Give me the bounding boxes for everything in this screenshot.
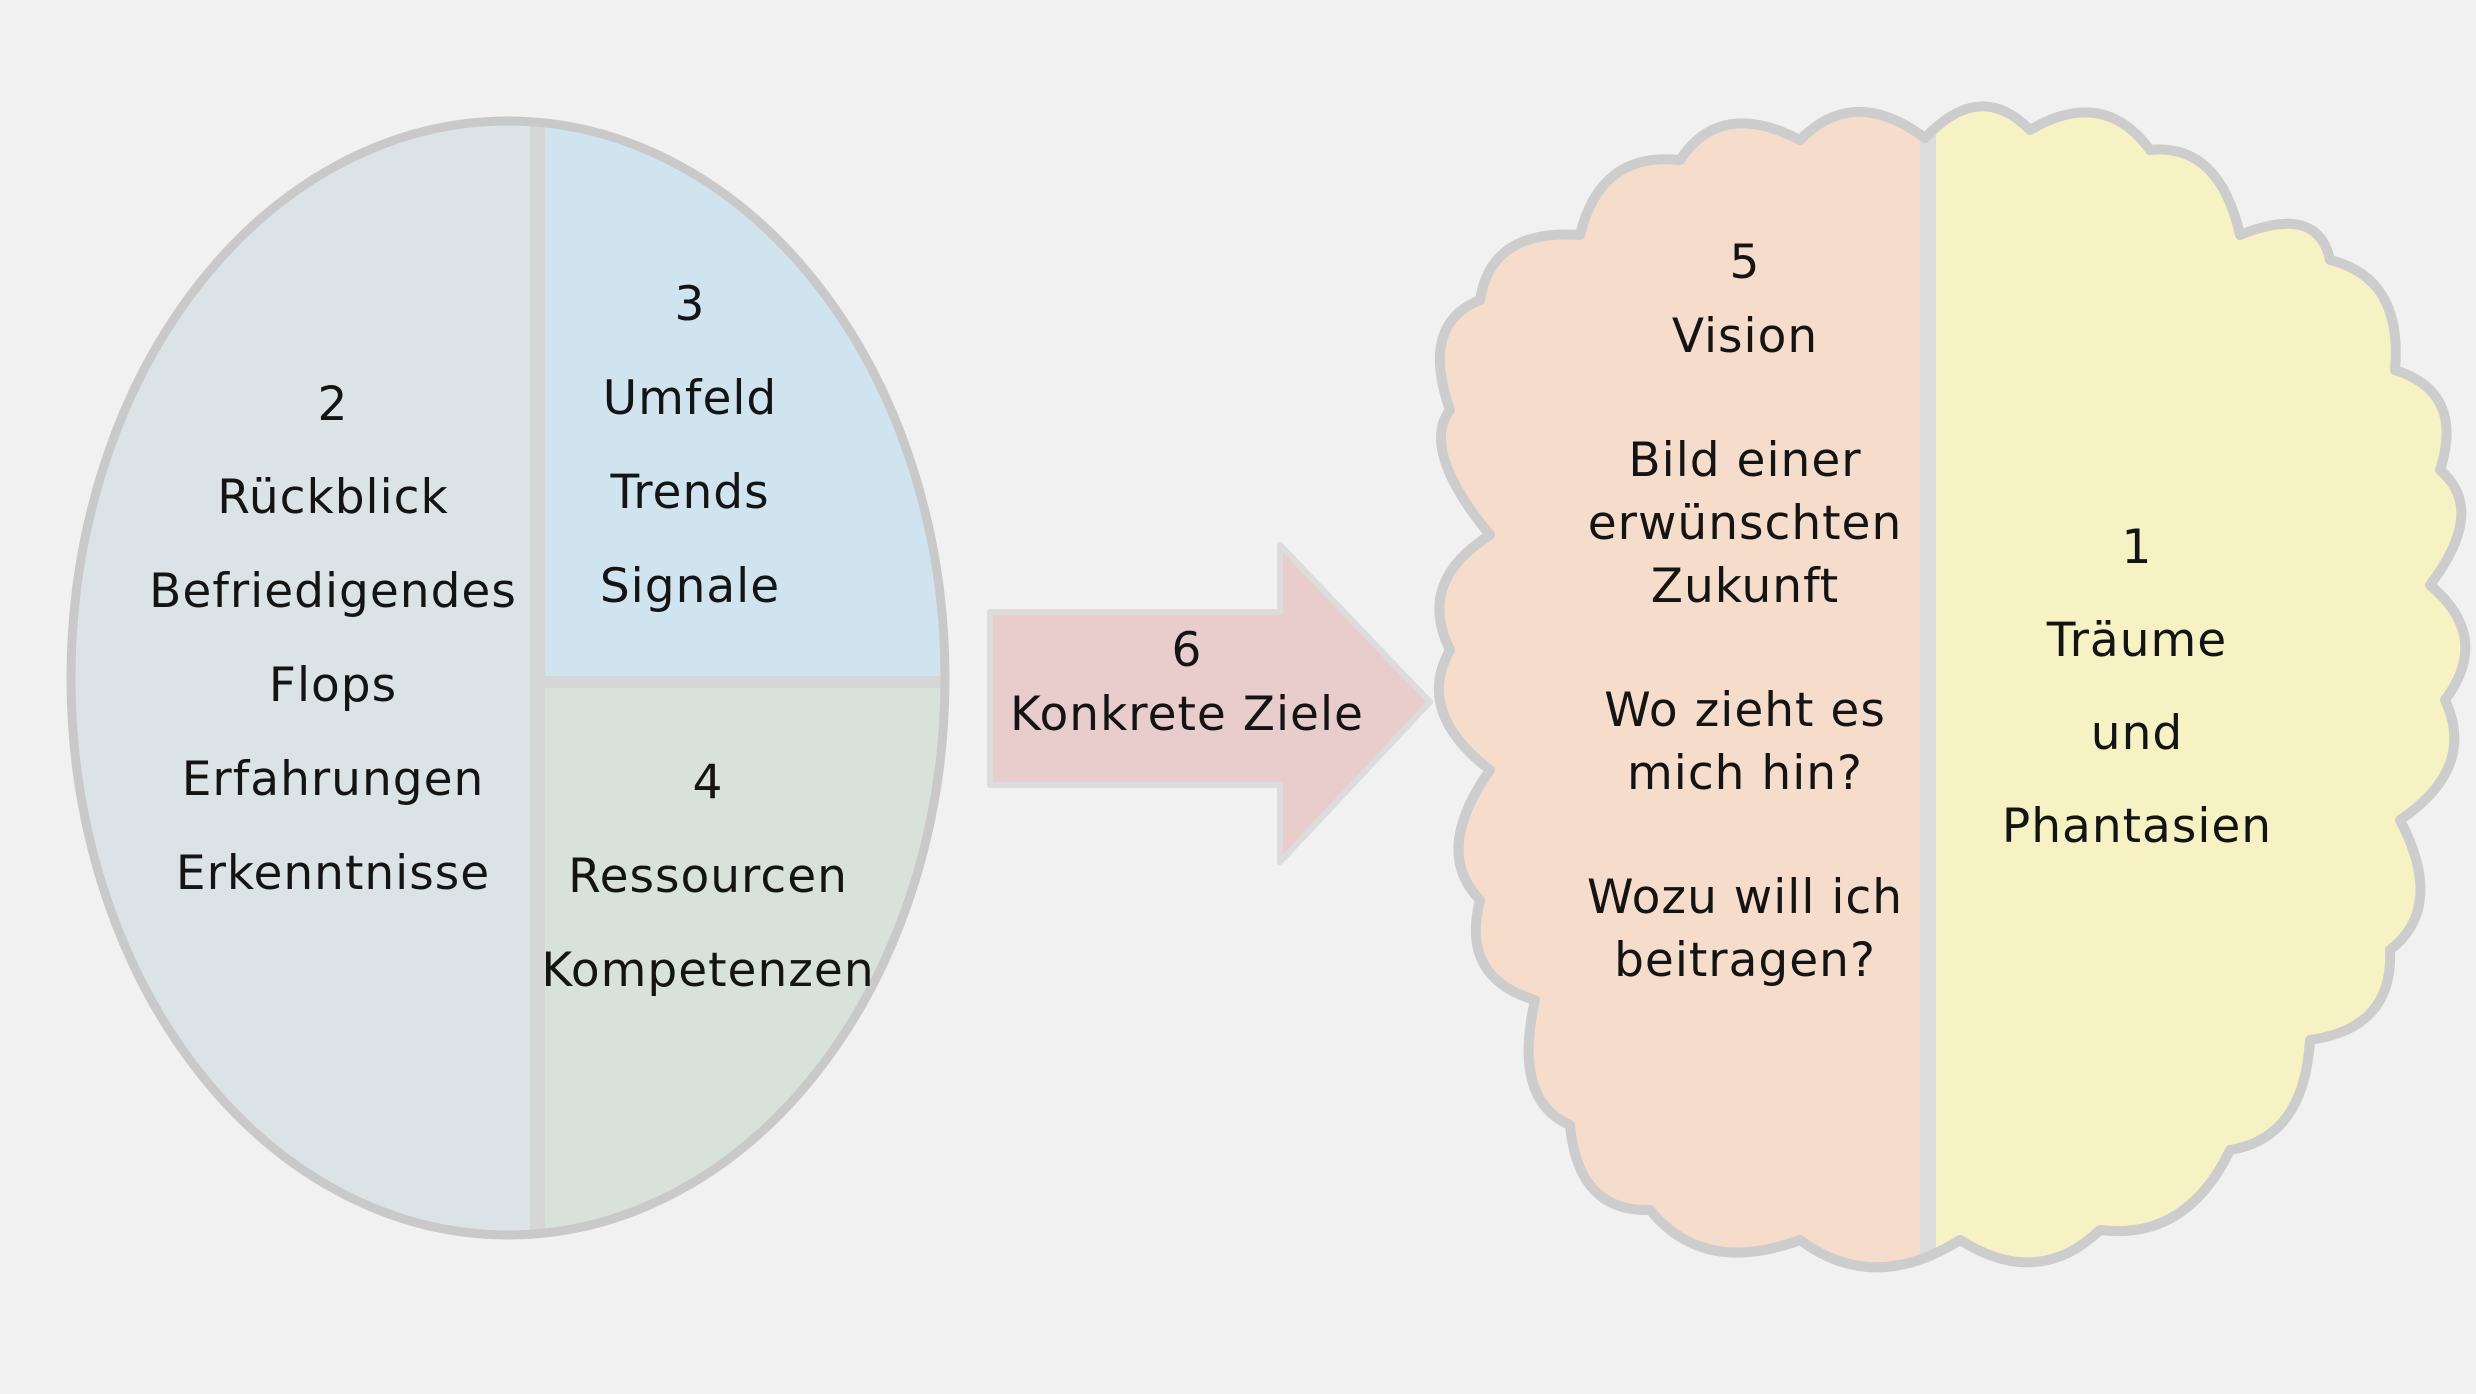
arrow-label: Konkrete Ziele: [1010, 687, 1364, 742]
cloud-right-text: 1 Träume und Phantasien: [2002, 520, 2272, 854]
oval-outline: [66, 116, 950, 1240]
cloud-left-text: 5 Vision Bild einer erwünschten Zukunft …: [1587, 235, 1903, 988]
cloud-outline: [1433, 101, 2471, 1273]
oval-left-line: Erkenntnisse: [176, 846, 490, 901]
oval-left-number: 2: [318, 377, 349, 432]
cloud-left-line: beitragen?: [1614, 933, 1876, 988]
cloud-left-line: Wo zieht es: [1604, 683, 1886, 738]
oval-left-line: Rückblick: [217, 470, 448, 525]
cloud-diagram: 5 Vision Bild einer erwünschten Zukunft …: [1433, 101, 2471, 1273]
oval-diagram: 2 Rückblick Befriedigendes Flops Erfahru…: [66, 116, 950, 1240]
oval-left-line: Flops: [269, 658, 397, 713]
cloud-left-number: 5: [1730, 235, 1761, 290]
oval-left-text: 2 Rückblick Befriedigendes Flops Erfahru…: [149, 377, 517, 901]
arrow-number: 6: [1172, 623, 1203, 678]
cloud-divider: [1920, 106, 1936, 1268]
oval-top-right-text: 3 Umfeld Trends Signale: [600, 277, 780, 614]
cloud-right-line: und: [2091, 706, 2183, 761]
cloud-left-segment: [1438, 106, 1922, 1268]
oval-left-line: Befriedigendes: [149, 564, 517, 619]
cloud-left-line: Bild einer: [1628, 433, 1861, 488]
oval-divider-horizontal: [545, 676, 945, 688]
cloud-left-line: Zukunft: [1651, 559, 1839, 614]
oval-left-line: Erfahrungen: [182, 752, 485, 807]
cloud-right-line: Träume: [2046, 613, 2227, 668]
oval-bottom-right-text: 4 Ressourcen Kompetenzen: [541, 755, 874, 998]
cloud-left-title: Vision: [1672, 309, 1818, 364]
cloud-left-line: erwünschten: [1588, 496, 1903, 551]
cloud-right-segment: [1935, 106, 2466, 1268]
oval-top-right-line: Signale: [600, 559, 780, 614]
cloud-right-number: 1: [2122, 520, 2153, 575]
arrow-shape: 6 Konkrete Ziele: [987, 542, 1433, 865]
oval-bottom-right-line: Kompetenzen: [541, 943, 874, 998]
oval-bottom-right-number: 4: [693, 755, 724, 810]
oval-bottom-right-line: Ressourcen: [568, 849, 848, 904]
cloud-right-line: Phantasien: [2002, 799, 2272, 854]
oval-top-right-number: 3: [675, 277, 706, 332]
cloud-left-line: Wozu will ich: [1587, 870, 1903, 925]
arrow-body: [987, 542, 1433, 865]
oval-top-right-line: Trends: [609, 465, 769, 520]
cloud-left-line: mich hin?: [1627, 746, 1863, 801]
oval-top-right-line: Umfeld: [603, 371, 778, 426]
oval-divider-vertical: [530, 121, 545, 1235]
